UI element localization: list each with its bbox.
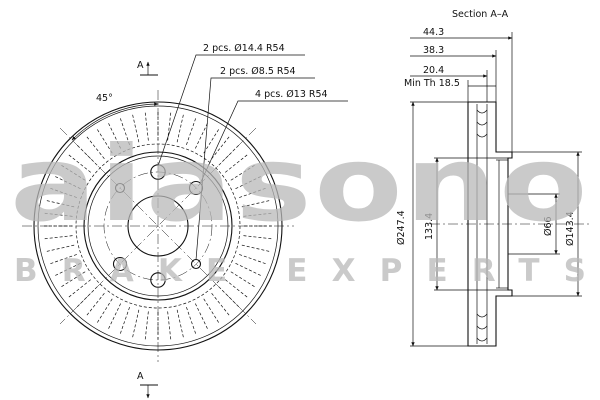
vane [194, 303, 208, 329]
diagonal-centerline [59, 127, 257, 325]
hole-bolt-bottom-left [112, 256, 128, 272]
vane [167, 311, 172, 340]
section-label-top: A [137, 60, 144, 71]
vane [241, 244, 270, 252]
hole-small-right [190, 258, 202, 270]
vane [46, 244, 75, 252]
vane [144, 311, 149, 340]
label-large-holes: 2 pcs. Ø14.4 R54 [203, 43, 285, 54]
hole-large-bottom [150, 272, 166, 288]
dim-center-bore: Ø66 [543, 216, 554, 236]
label-small-holes: 2 pcs. Ø8.5 R54 [220, 66, 296, 77]
hole-small-left [114, 182, 126, 194]
vane [225, 279, 248, 298]
hole-large-top [150, 164, 166, 180]
vane [176, 309, 184, 338]
dim-d3: 20.4 [423, 65, 444, 76]
vane [86, 293, 105, 316]
watermark-logo: aiasono [10, 123, 590, 245]
front-view: 45° A A 2 pcs. Ø14.4 R54 2 pcs. Ø8.5 R54… [22, 43, 348, 399]
section-view: Section A–A 44.3 38.3 20.4 Min Th 18.5 Ø… [396, 9, 590, 347]
dim-min-th: Min Th 18.5 [404, 78, 460, 89]
vane [132, 309, 140, 338]
label-bolt-holes: 4 pcs. Ø13 R54 [255, 89, 328, 100]
leader-large-hole [157, 54, 305, 167]
section-label-bottom: A [137, 371, 144, 382]
dim-height: 133.4 [424, 213, 435, 240]
vane [97, 298, 113, 323]
angle-arc [71, 102, 159, 141]
vane [186, 307, 196, 334]
leader-bolt-hole [199, 100, 348, 185]
section-title: Section A–A [452, 9, 509, 20]
hole-bolt-top-right [188, 180, 204, 196]
dim-d2: 38.3 [423, 45, 444, 56]
watermark: aiasono BRAKE EXPERTS [10, 123, 590, 289]
vane [203, 298, 219, 323]
angle-label: 45° [96, 93, 113, 104]
vane [108, 303, 122, 329]
vane [120, 307, 130, 334]
dim-hub-dia: Ø143.4 [565, 211, 576, 246]
watermark-subtitle: BRAKE EXPERTS [14, 253, 586, 289]
vent-lower [476, 313, 488, 342]
leader-small-hole [195, 77, 315, 261]
vent-upper [476, 109, 488, 138]
diagonal-centerline-2 [59, 127, 257, 325]
dim-outer-dia: Ø247.4 [396, 210, 407, 245]
vane [211, 293, 230, 316]
dim-d1: 44.3 [423, 27, 444, 38]
